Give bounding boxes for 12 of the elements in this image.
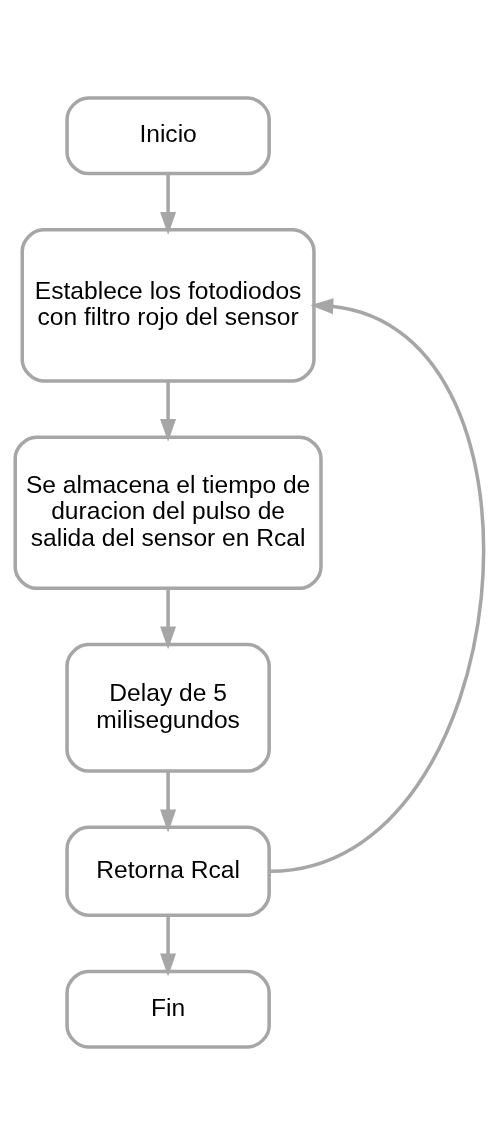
node-box: Retorna Rcal (65, 825, 271, 917)
arrow (269, 298, 485, 873)
node-box: Delay de 5 milisegundos (65, 642, 271, 773)
arrow (160, 915, 177, 977)
arrow (160, 173, 177, 235)
node-box: Fin (65, 969, 271, 1049)
node-box: Se almacena el tiempo de duracion del pulso de salida del sensor en Rcal (13, 435, 323, 591)
arrow (160, 588, 177, 650)
node-box: Establece los fotodiodos con filtro rojo del sensor (20, 228, 316, 383)
node-box: Inicio (65, 96, 271, 176)
arrow (160, 771, 177, 833)
arrow (160, 381, 177, 442)
